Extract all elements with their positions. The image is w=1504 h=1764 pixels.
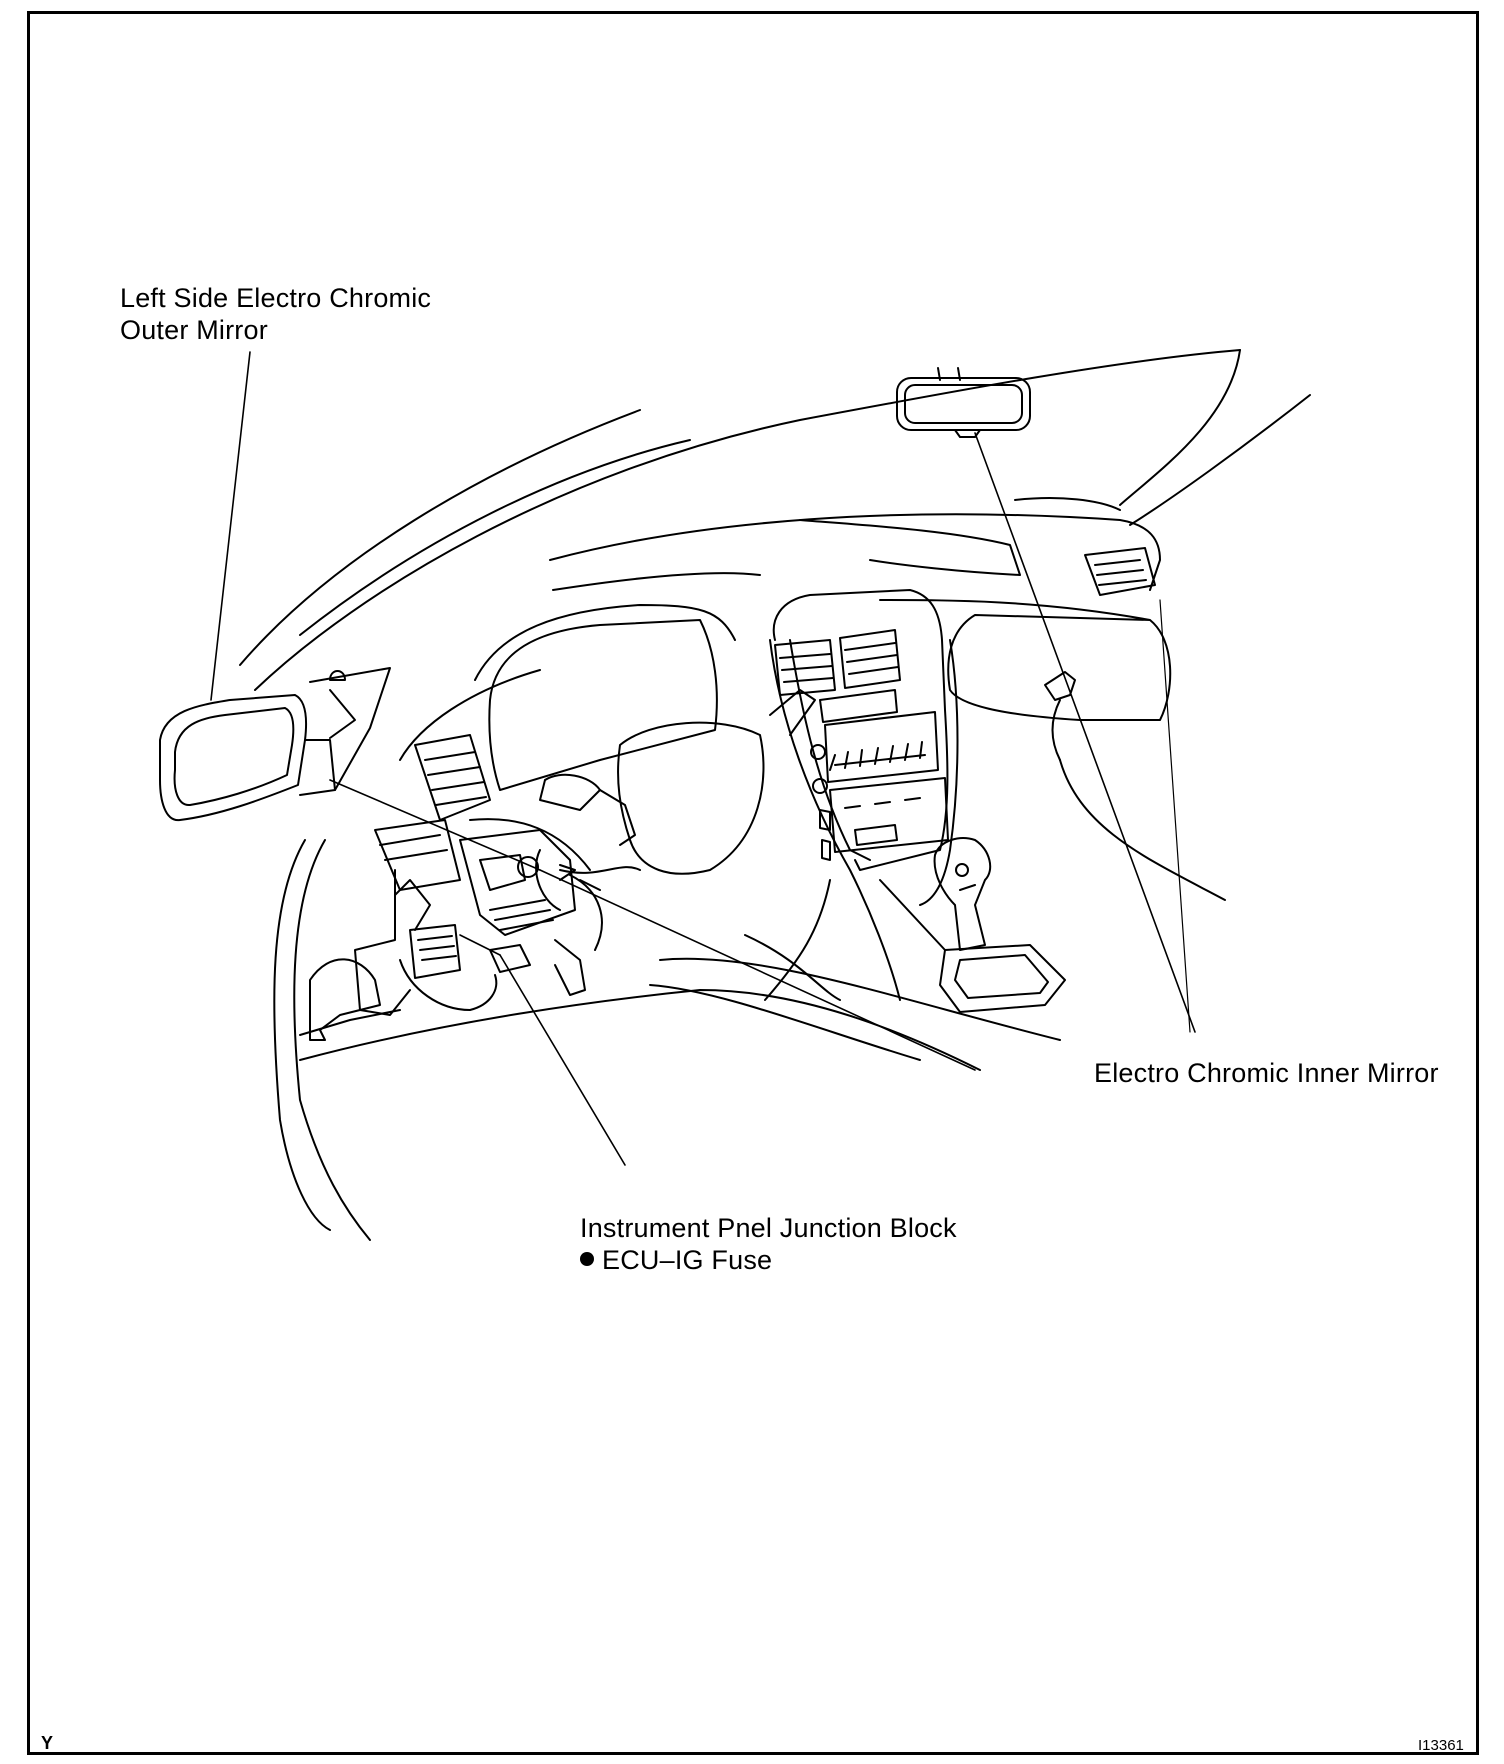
corner-mark-left: Y — [41, 1733, 54, 1753]
inner-mirror-drawing — [896, 367, 1031, 438]
bullet-icon — [580, 1252, 594, 1266]
door-sill-lines — [273, 839, 1061, 1241]
outer-mirror-label: Left Side Electro Chromic Outer Mirror — [120, 282, 431, 346]
junction-block-label: Instrument Pnel Junction Block ECU–IG Fu… — [580, 1212, 957, 1276]
inner-mirror-label: Electro Chromic Inner Mirror — [1094, 1058, 1439, 1088]
center-stack — [744, 589, 959, 1001]
windshield-lines — [239, 349, 1311, 691]
dashboard-outline — [549, 513, 1226, 901]
junction-block-label-line1: Instrument Pnel Junction Block — [580, 1213, 957, 1243]
left-vent — [414, 734, 491, 821]
outer-mirror-label-line2: Outer Mirror — [120, 315, 268, 345]
junction-block — [299, 819, 461, 1041]
outer-mirror-label-line1: Left Side Electro Chromic — [120, 283, 432, 313]
gear-shifter — [879, 837, 1066, 1013]
lower-dash — [399, 829, 603, 1011]
gauge-cluster — [399, 604, 736, 791]
fuse-label: ECU–IG Fuse — [602, 1245, 773, 1275]
figure-number: I13361 — [1418, 1737, 1464, 1754]
figure-frame — [27, 11, 1479, 1755]
leader-lines — [210, 351, 1196, 1166]
fuse-label-line: ECU–IG Fuse — [580, 1244, 957, 1276]
outer-mirror-drawing — [159, 667, 391, 822]
steering-column — [469, 689, 816, 996]
